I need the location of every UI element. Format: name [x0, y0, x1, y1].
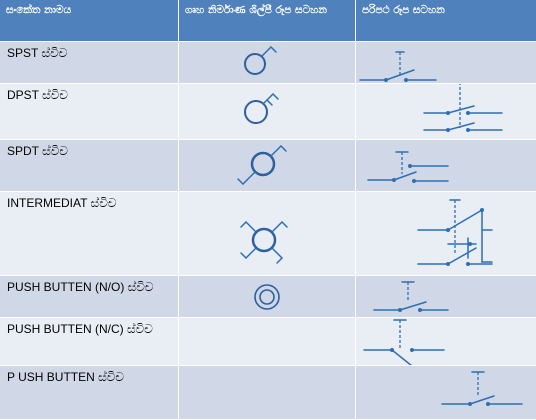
dpst-architectural-symbol: [244, 93, 279, 124]
architectural-symbol-cell: [179, 140, 356, 192]
row-label: P USH BUTTEN ස්විච: [0, 366, 179, 420]
table-row: DPST ස්විච: [0, 84, 536, 140]
push-button-circuit-symbol: [441, 371, 523, 406]
spst-circuit-symbol: [359, 51, 437, 82]
table-header: සංකේත නාමය ගෘහ නිර්මාණ ශිල්පී රූප සටහන ප…: [0, 0, 536, 42]
row-label: SPDT ස්විච: [0, 140, 179, 192]
table-row: PUSH BUTTEN (N/O) ස්විච: [0, 276, 536, 318]
architectural-symbol-cell: [179, 192, 356, 276]
circuit-symbol-cell: [356, 318, 536, 366]
architectural-symbol-cell: [179, 318, 356, 366]
circuit-symbol-cell: [356, 276, 536, 318]
spdt-circuit-symbol: [367, 151, 449, 183]
table-row: INTERMEDIAT ස්විච: [0, 192, 536, 276]
circuit-symbol-cell: [356, 192, 536, 276]
architectural-symbol-cell: [179, 276, 356, 318]
header-architectural-diagram: ගෘහ නිර්මාණ ශිල්පී රූප සටහන: [179, 0, 356, 42]
header-circuit-diagram: පරිපථ රූප සටහන: [356, 0, 536, 42]
table-row: SPDT ස්විච: [0, 140, 536, 192]
architectural-symbol-cell: [179, 42, 356, 84]
circuit-symbol-cell: [356, 140, 536, 192]
architectural-symbol-cell: [179, 366, 356, 420]
row-label: INTERMEDIAT ස්විච: [0, 192, 179, 276]
circuit-symbol-cell: [356, 84, 536, 140]
row-label: PUSH BUTTEN (N/C) ස්විච: [0, 318, 179, 366]
dpst-circuit-symbol: [423, 84, 503, 132]
architectural-symbol-cell: [179, 84, 356, 140]
intermediate-circuit-symbol: [417, 199, 493, 266]
spdt-architectural-symbol: [237, 145, 287, 185]
table-row: P USH BUTTEN ස්විච: [0, 366, 536, 420]
spst-architectural-symbol: [244, 46, 277, 75]
push-button-no-circuit-symbol: [373, 281, 449, 312]
row-label: SPST ස්විච: [0, 42, 179, 84]
table-row: PUSH BUTTEN (N/C) ස්විච: [0, 318, 536, 366]
circuit-symbol-cell: [356, 366, 536, 420]
push-button-nc-circuit-symbol: [363, 319, 445, 365]
push-button-no-architectural-symbol: [254, 284, 280, 310]
row-label: PUSH BUTTEN (N/O) ස්විච: [0, 276, 179, 318]
row-label: DPST ස්විච: [0, 84, 179, 140]
header-symbol-name: සංකේත නාමය: [0, 0, 179, 42]
table-row: SPST ස්විච: [0, 42, 536, 84]
circuit-symbol-cell: [356, 42, 536, 84]
intermediate-architectural-symbol: [240, 221, 288, 264]
